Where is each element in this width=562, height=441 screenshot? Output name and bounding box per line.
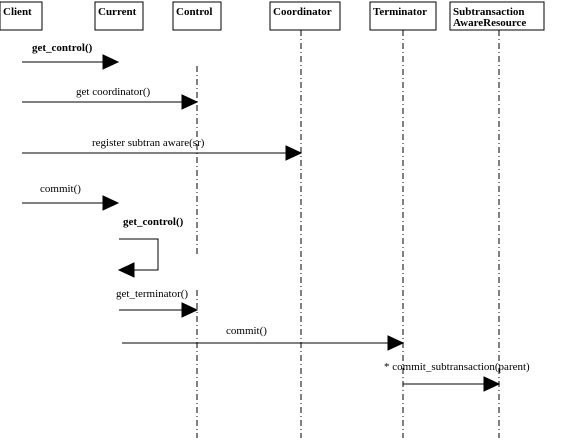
arrowhead-icon bbox=[117, 262, 135, 278]
arrowhead-icon bbox=[387, 335, 405, 351]
arrowhead-icon bbox=[285, 145, 303, 161]
message-label: get_terminator() bbox=[116, 288, 188, 300]
participant-current-label: Current bbox=[98, 6, 137, 18]
participant-subtransaction-aware-resource: Subtransaction AwareResource bbox=[449, 1, 545, 31]
message-label: get_control() bbox=[32, 42, 93, 54]
message-label: get coordinator() bbox=[76, 86, 151, 98]
participant-terminator-label: Terminator bbox=[373, 6, 427, 18]
message-get-control-1: get_control() bbox=[22, 42, 120, 70]
participant-control-label: Control bbox=[176, 6, 212, 18]
message-commit-terminator: commit() bbox=[122, 325, 405, 351]
participant-control: Control bbox=[172, 1, 222, 31]
message-get-coordinator: get coordinator() bbox=[22, 86, 199, 110]
participant-current: Current bbox=[94, 1, 144, 31]
message-label: get_control() bbox=[123, 216, 184, 228]
participant-terminator: Terminator bbox=[369, 1, 437, 31]
message-label: commit() bbox=[226, 325, 267, 337]
message-get-control-self: get_control() bbox=[117, 216, 184, 278]
message-label: * commit_subtransaction(parent) bbox=[384, 361, 530, 373]
arrowhead-icon bbox=[181, 94, 199, 110]
participant-client-label: Client bbox=[3, 6, 32, 18]
message-get-terminator: get_terminator() bbox=[116, 288, 199, 318]
participant-resource-label-line2: AwareResource bbox=[453, 17, 526, 29]
participant-coordinator: Coordinator bbox=[269, 1, 341, 31]
message-label: commit() bbox=[40, 183, 81, 195]
message-commit-subtransaction: * commit_subtransaction(parent) bbox=[384, 361, 530, 392]
arrowhead-icon bbox=[181, 302, 199, 318]
arrowhead-icon bbox=[102, 195, 120, 211]
arrowhead-icon bbox=[102, 54, 120, 70]
message-commit-client: commit() bbox=[22, 183, 120, 211]
participant-client: Client bbox=[0, 1, 43, 31]
message-label: register subtran aware(sr) bbox=[92, 137, 205, 149]
message-register-subtran-aware: register subtran aware(sr) bbox=[22, 137, 303, 161]
participant-resource-label-line1: Subtransaction bbox=[453, 6, 525, 18]
participant-coordinator-label: Coordinator bbox=[273, 6, 332, 18]
arrowhead-icon bbox=[483, 376, 501, 392]
